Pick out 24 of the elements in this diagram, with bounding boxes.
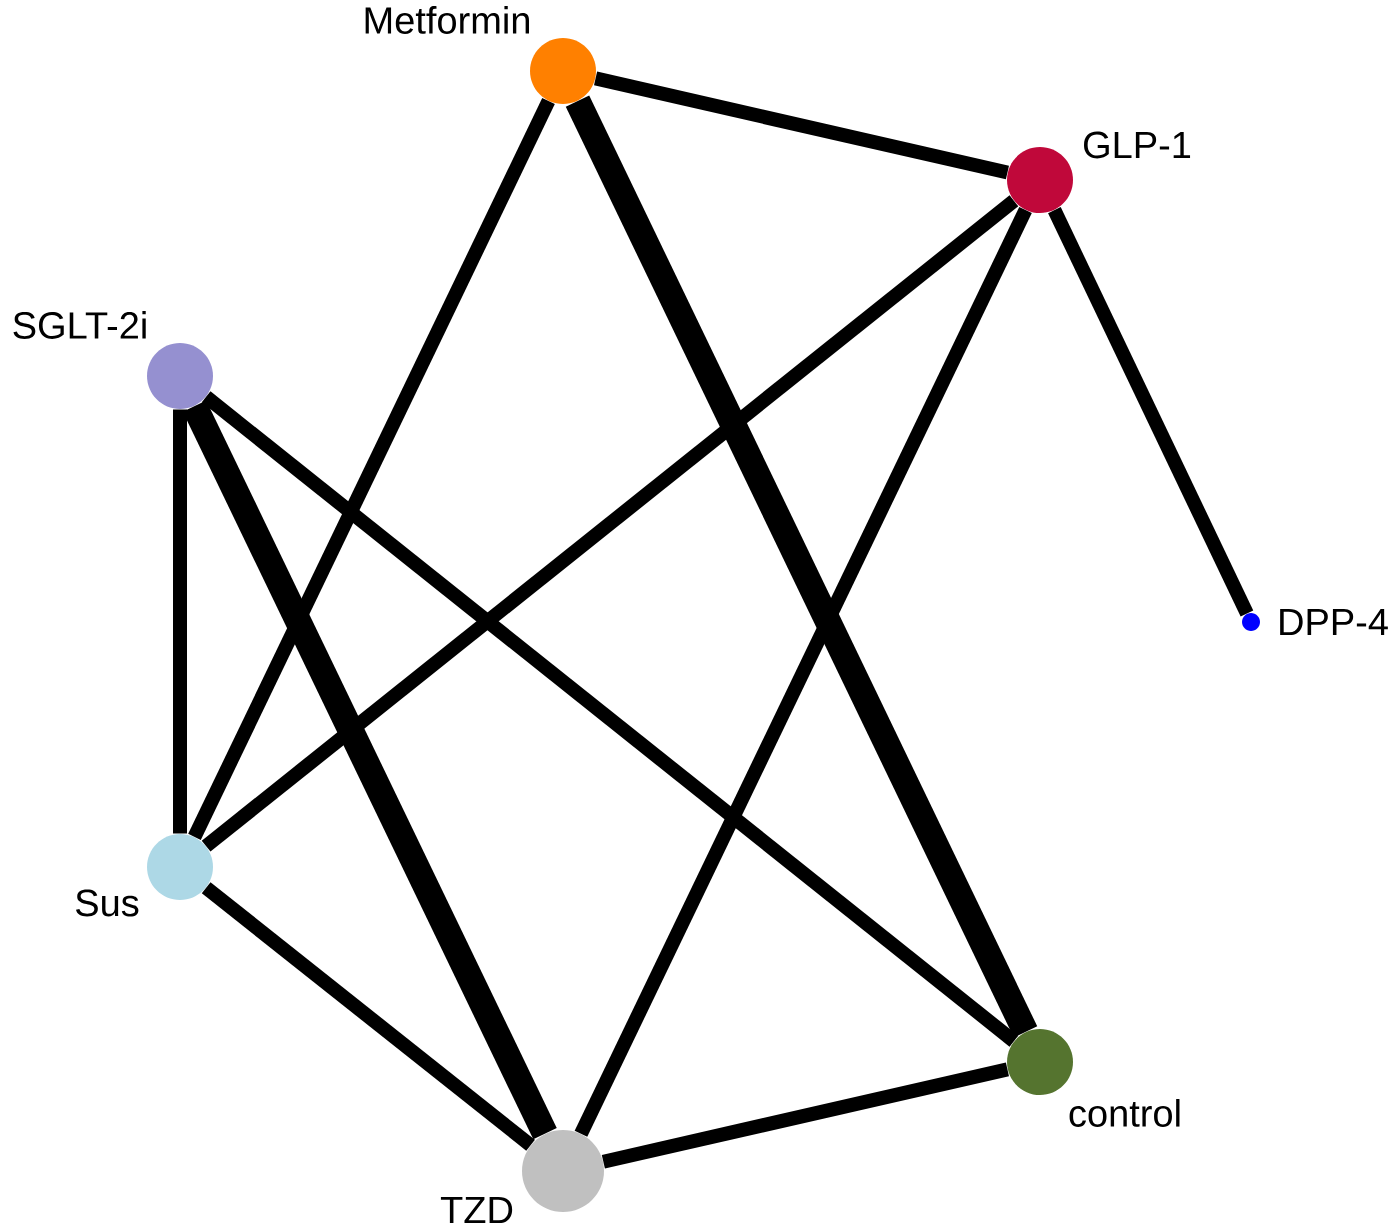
network-edge (201, 195, 1019, 852)
treatment-node: TZD (440, 1130, 604, 1224)
node-label: control (1069, 1099, 1180, 1127)
network-edge (188, 98, 555, 840)
treatment-node: GLP-1 (1007, 131, 1191, 213)
node-label: Metformin (365, 6, 529, 34)
network-edge (594, 71, 1009, 180)
treatment-node: control (1007, 1029, 1180, 1127)
treatment-node: Sus (76, 834, 213, 917)
node-label: Sus (75, 889, 139, 917)
network-edge (565, 95, 1038, 1038)
node-label: GLP-1 (1084, 131, 1191, 159)
treatment-node: DPP-4 (1242, 608, 1388, 636)
network-edge (201, 882, 535, 1151)
network-edge (1048, 207, 1254, 617)
treatment-node: Metformin (365, 6, 596, 104)
network-edge (201, 391, 1019, 1047)
network-edge (601, 1062, 1009, 1169)
node-label: SGLT-2i (13, 311, 146, 339)
node-label: TZD (440, 1196, 513, 1224)
node-label: DPP-4 (1280, 608, 1388, 636)
network-edge (574, 207, 1032, 1137)
network-edge (173, 409, 187, 834)
treatment-node: SGLT-2i (13, 311, 213, 409)
